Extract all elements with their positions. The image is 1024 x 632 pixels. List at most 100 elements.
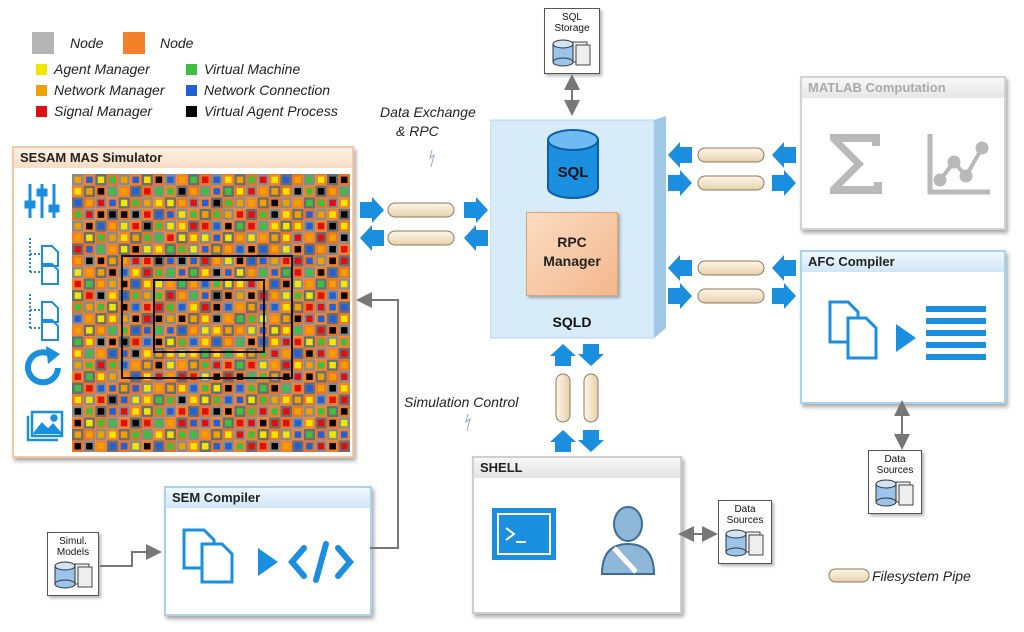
grid-node-marker — [213, 396, 221, 404]
grid-node-marker — [340, 419, 348, 427]
grid-node-marker — [178, 176, 186, 184]
grid-node-marker — [86, 373, 93, 380]
grid-node-marker — [294, 431, 302, 438]
grid-node-marker — [225, 442, 232, 450]
grid-node-marker — [144, 292, 151, 299]
grid-node-marker — [317, 222, 325, 230]
grid-node-marker — [271, 188, 278, 195]
grid-node-marker — [74, 199, 82, 207]
data-sources-db-right: Data Sources — [868, 450, 922, 514]
grid-node-marker — [178, 385, 186, 392]
grid-node-marker — [213, 188, 221, 195]
grid-node-marker — [294, 303, 302, 311]
grid-node-marker — [317, 280, 325, 288]
grid-node-marker — [155, 373, 163, 380]
grid-node-marker — [271, 431, 278, 438]
grid-node-marker — [155, 419, 163, 427]
arrow-right-icon — [360, 197, 384, 223]
grid-node-marker — [109, 338, 116, 346]
grid-node-marker — [236, 338, 244, 346]
grid-node-marker — [86, 176, 93, 184]
grid-node-marker — [190, 431, 197, 438]
grid-node-marker — [190, 373, 197, 380]
grid-node-marker — [225, 257, 232, 265]
grid-node-marker — [120, 222, 128, 230]
grid-node-marker — [144, 350, 151, 357]
grid-node-marker — [86, 292, 93, 299]
grid-node-marker — [259, 199, 267, 207]
grid-node-marker — [190, 211, 197, 218]
grid-node-marker — [190, 176, 197, 184]
grid-node-marker — [259, 257, 267, 265]
grid-node-marker — [294, 292, 302, 299]
grid-node-marker — [317, 396, 325, 404]
arrow-right-icon — [464, 197, 488, 223]
grid-node-marker — [248, 361, 255, 369]
grid-node-marker — [213, 361, 221, 369]
grid-node-marker — [97, 303, 105, 311]
grid-node-marker — [283, 292, 290, 299]
grid-node-marker — [167, 269, 174, 276]
grid-node-marker — [74, 385, 82, 392]
grid-node-marker — [132, 176, 139, 184]
grid-node-marker — [248, 431, 255, 438]
grid-node-marker — [283, 408, 290, 415]
grid-node-marker — [155, 269, 163, 276]
grid-node-marker — [236, 211, 244, 218]
grid-node-marker — [178, 222, 186, 230]
grid-node-marker — [259, 246, 267, 253]
grid-node-marker — [317, 408, 325, 415]
grid-node-marker — [97, 222, 105, 230]
grid-node-marker — [155, 315, 163, 323]
grid-node-marker — [225, 292, 232, 299]
grid-node-marker — [306, 373, 313, 380]
sqld-label: SQLD — [552, 314, 592, 330]
grid-node-marker — [236, 361, 244, 369]
grid-node-marker — [236, 188, 244, 195]
grid-node-marker — [317, 315, 325, 323]
grid-node-marker — [155, 408, 163, 415]
grid-node-marker — [132, 246, 139, 253]
refresh-icon — [25, 346, 61, 386]
grid-node-marker — [306, 408, 313, 415]
grid-node-marker — [306, 315, 313, 323]
grid-node-marker — [213, 292, 221, 299]
grid-node-marker — [248, 176, 255, 184]
grid-node-marker — [271, 338, 278, 346]
grid-node-marker — [248, 396, 255, 404]
grid-node-marker — [236, 269, 244, 276]
grid-node-marker — [167, 211, 174, 218]
grid-node-marker — [236, 419, 244, 427]
grid-node-marker — [236, 292, 244, 299]
grid-node-marker — [329, 303, 336, 311]
grid-node-marker — [283, 234, 290, 241]
grid-node-marker — [201, 396, 209, 404]
grid-node-marker — [248, 315, 255, 323]
legend-network-connection-swatch — [186, 85, 197, 96]
grid-node-marker — [306, 292, 313, 299]
grid-node-marker — [213, 269, 221, 276]
grid-node-marker — [167, 292, 174, 299]
grid-node-marker — [271, 408, 278, 415]
grid-node-marker — [109, 303, 116, 311]
grid-node-marker — [97, 431, 105, 438]
grid-node-marker — [97, 385, 105, 392]
grid-node-marker — [190, 188, 197, 195]
grid-node-marker — [306, 338, 313, 346]
grid-node-marker — [97, 361, 105, 369]
grid-node-marker — [97, 442, 105, 450]
grid-node-marker — [317, 188, 325, 195]
grid-node-marker — [225, 176, 232, 184]
grid-node-marker — [178, 327, 186, 334]
grid-node-marker — [329, 327, 336, 334]
grid-node-marker — [74, 269, 82, 276]
grid-node-marker — [225, 350, 232, 357]
grid-node-marker — [329, 292, 336, 299]
grid-node-marker — [190, 396, 197, 404]
grid-node-marker — [120, 408, 128, 415]
grid-node-marker — [259, 176, 267, 184]
grid-node-marker — [201, 292, 209, 299]
pipe-sqld-shell-left — [555, 373, 571, 423]
sql-storage-line1: SQL — [561, 12, 582, 23]
grid-node-marker — [294, 199, 302, 207]
